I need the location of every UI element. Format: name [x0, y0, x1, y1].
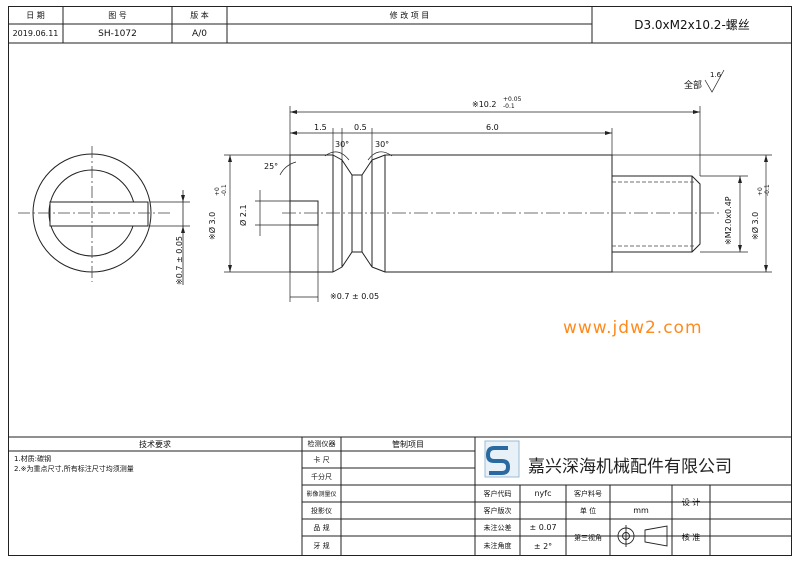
tech-req-2: 2.※为重点尺寸,所有标注尺寸均须测量 — [14, 465, 134, 473]
tech-req-1: 1.材质:碳钢 — [14, 455, 52, 463]
header-date-label: 日 期 — [26, 10, 45, 20]
gauge-label: 品 规 — [313, 523, 330, 532]
tolerance-value: ± 0.07 — [529, 523, 557, 532]
dim-overall-tol-lower: -0.1 — [503, 103, 515, 110]
company-logo-icon — [484, 440, 520, 478]
header-drawing-no-label: 图 号 — [108, 10, 127, 20]
design-label: 设 计 — [681, 497, 701, 507]
image-measure-label: 影像测量仪 — [306, 491, 337, 498]
caliper-label: 卡 尺 — [313, 455, 330, 464]
dim-1-5: 1.5 — [314, 123, 327, 132]
unit-value: mm — [633, 506, 649, 515]
header-date-value: 2019.06.11 — [12, 29, 59, 38]
third-angle-label: 第三视角 — [574, 533, 602, 542]
dim-slot-width-side: ※0.7 ± 0.05 — [175, 235, 184, 285]
header-version-label: 版 本 — [190, 10, 209, 20]
angle-tol-value: ± 2° — [533, 541, 553, 551]
tech-req-title: 技术要求 — [139, 439, 171, 449]
header-version-value: A/0 — [192, 28, 207, 39]
inspect-instrument-label: 检测仪器 — [307, 440, 336, 448]
customer-version-label: 客户版次 — [483, 506, 512, 515]
dim-diameter-2-1: Ø 2.1 — [239, 204, 248, 226]
company-name: 嘉兴深海机械配件有限公司 — [528, 457, 732, 477]
angle-tol-label: 未注角度 — [483, 542, 512, 550]
micrometer-label: 千分尺 — [311, 472, 332, 481]
drawing-frame — [8, 6, 792, 556]
customer-code-label: 客户代码 — [483, 489, 512, 498]
control-item-label: 管制项目 — [392, 439, 424, 449]
projector-label: 投影仪 — [311, 506, 332, 515]
approve-label: 核 准 — [681, 533, 701, 542]
dim-0-5: 0.5 — [354, 123, 367, 132]
header-drawing-no-value: SH-1072 — [98, 28, 137, 39]
dim-head-diameter: ※Ø 3.0 — [208, 211, 217, 240]
drawing-title: D3.0xM2x10.2-螺丝 — [634, 18, 750, 32]
unit-label: 单 位 — [579, 506, 597, 515]
roughness-all-label: 全部 — [684, 81, 703, 91]
roughness-value: 1.6 — [710, 71, 722, 79]
angle-25: 25° — [264, 162, 279, 171]
angle-30-left: 30° — [335, 140, 350, 149]
dim-right-diameter: ※Ø 3.0 — [751, 211, 760, 240]
watermark-url: www.jdw2.com — [563, 318, 703, 338]
dim-overall: ※10.2 — [472, 100, 497, 109]
dim-slot-width: ※0.7 ± 0.05 — [330, 292, 380, 301]
tolerance-label: 未注公差 — [483, 523, 512, 532]
dim-head-diameter-tol-lower: -0.1 — [221, 184, 228, 196]
angle-30-right: 30° — [375, 140, 390, 149]
dim-overall-tol-upper: +0.05 — [503, 96, 522, 103]
customer-code-value: nyfc — [534, 489, 552, 498]
header-revision-label: 修 改 项 目 — [389, 10, 430, 20]
dim-6-0: 6.0 — [486, 123, 499, 132]
customer-part-label: 客户料号 — [574, 489, 602, 498]
thread-gauge-label: 牙 规 — [313, 542, 330, 550]
dim-thread: ※M2.0x0.4P — [724, 196, 733, 245]
dim-right-diameter-tol-lower: -0.1 — [764, 184, 771, 196]
